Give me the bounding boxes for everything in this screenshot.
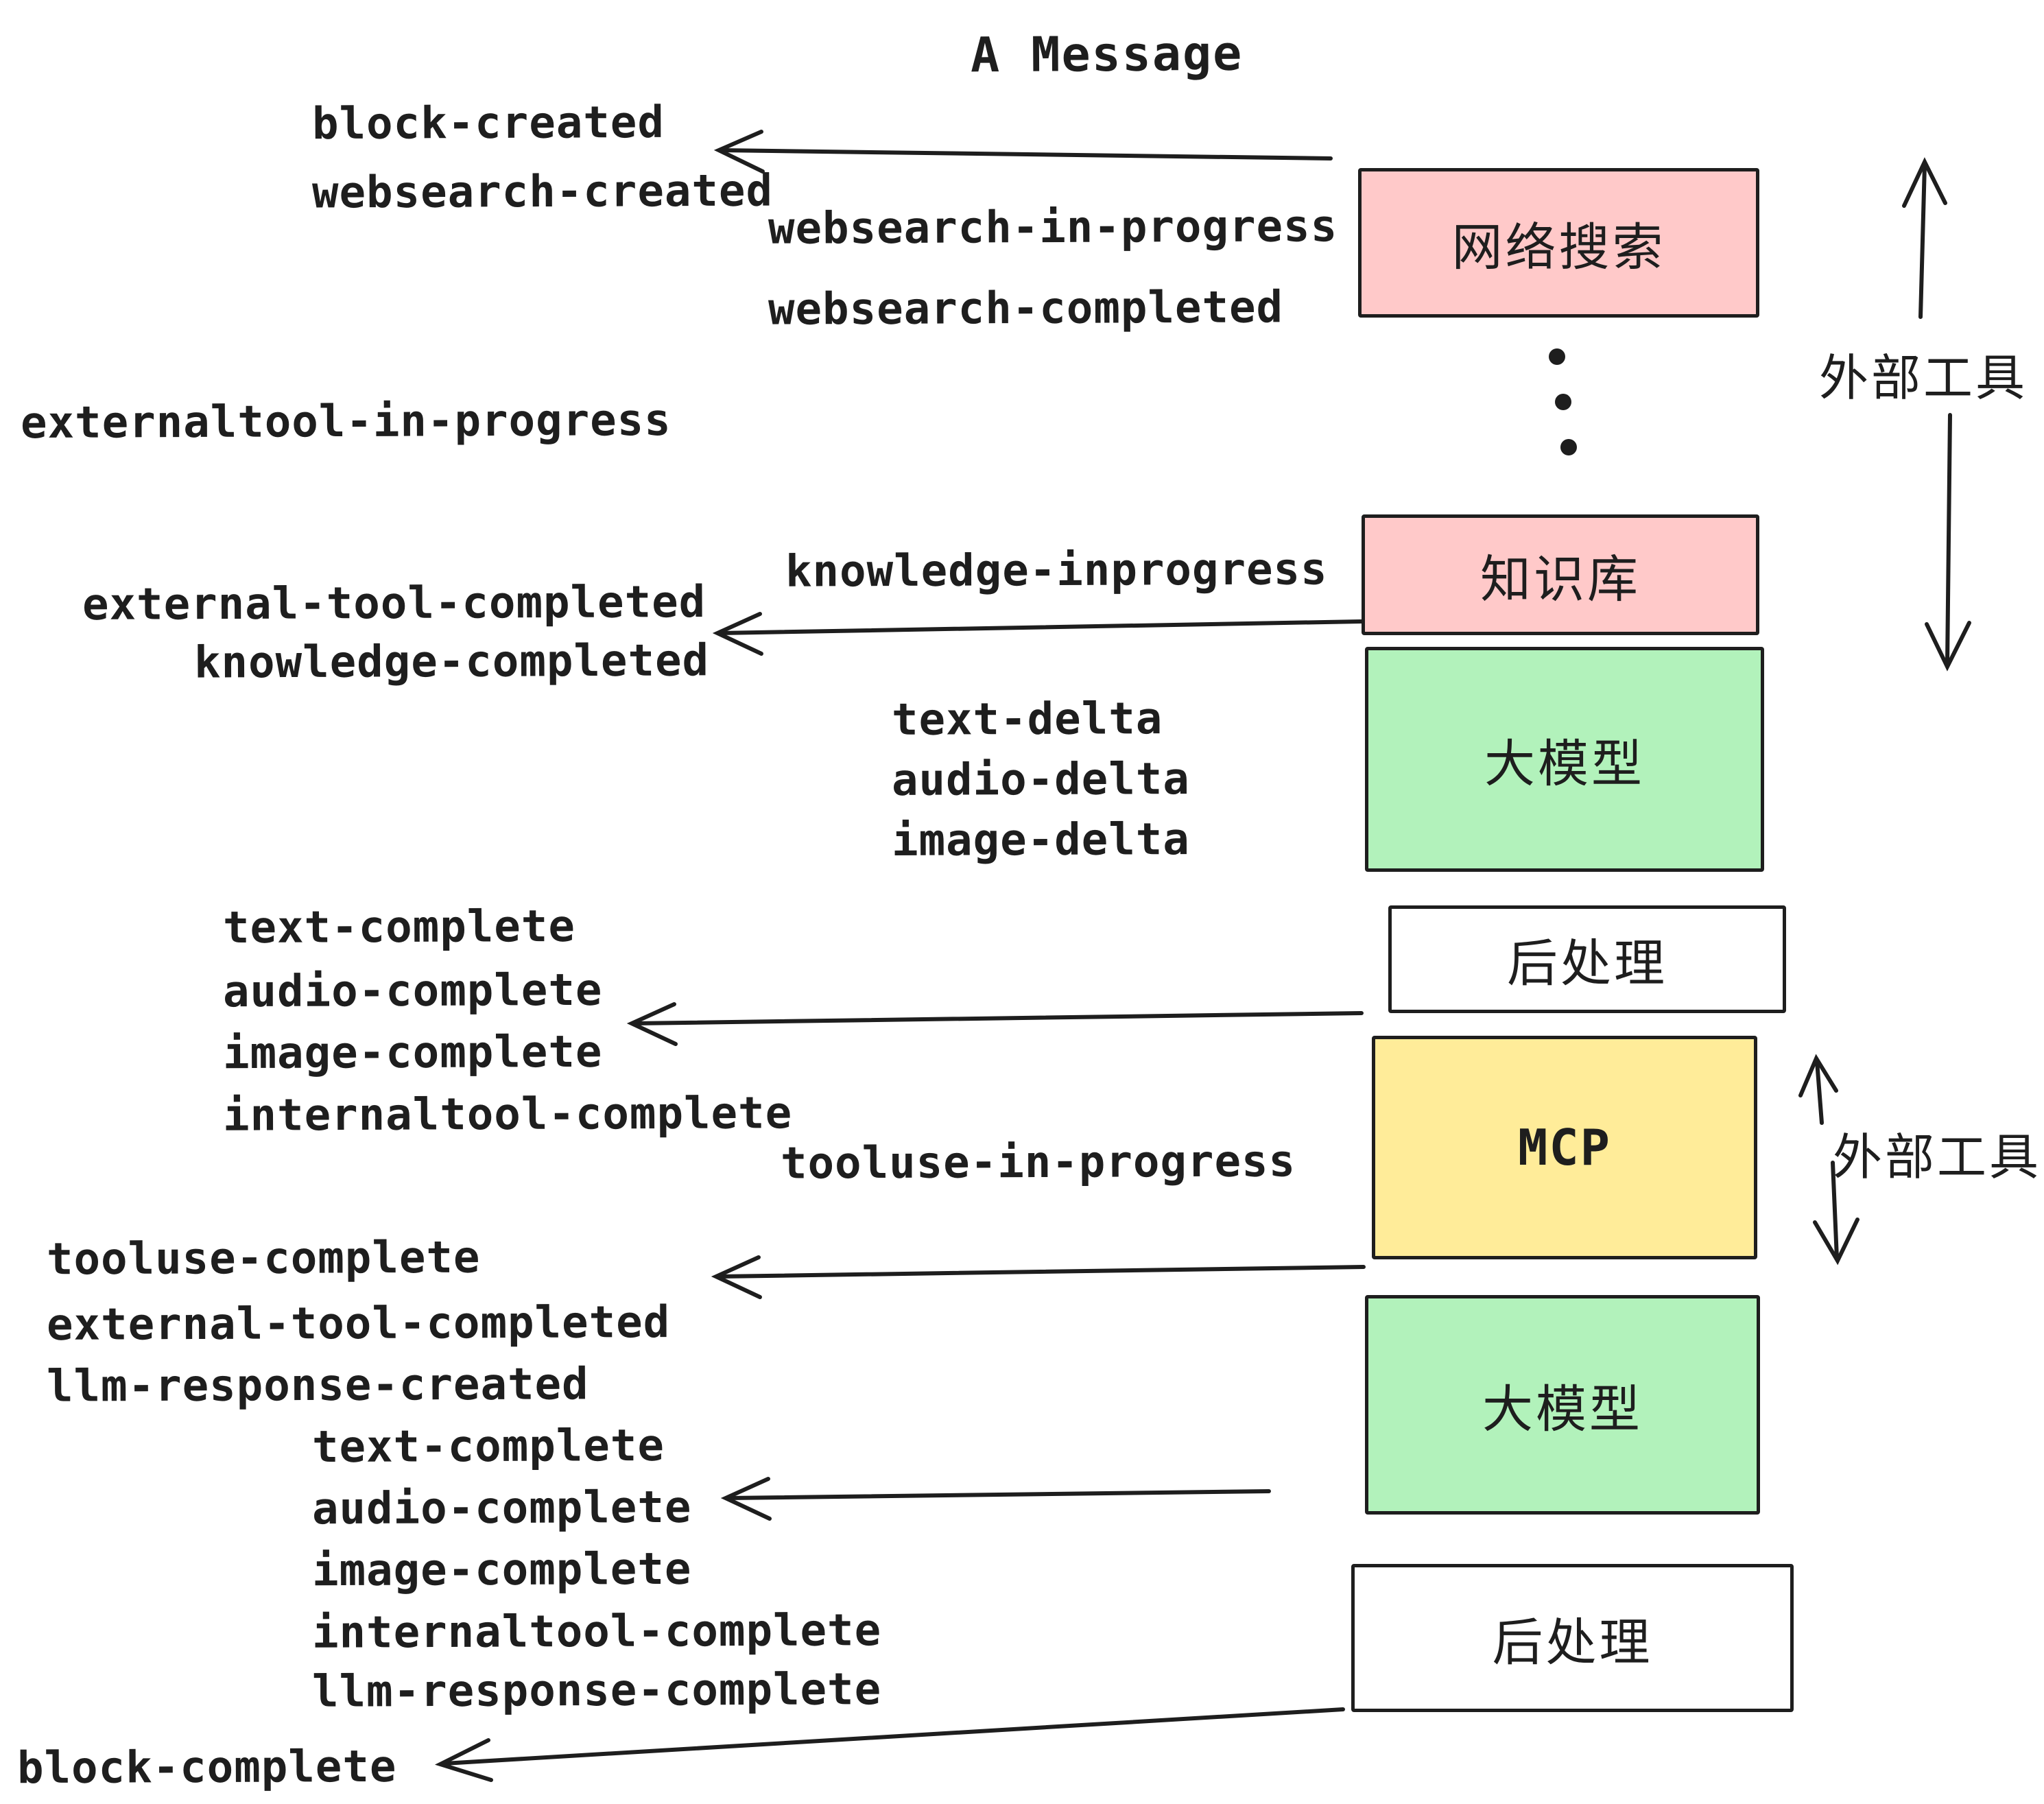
event-image-complete: image-complete	[222, 1026, 603, 1080]
box-post-1-label: 后处理	[1507, 934, 1667, 993]
event-block-complete: block-complete	[16, 1741, 397, 1794]
box-mcp: MCP	[1372, 1036, 1757, 1259]
external-tools-label-2: 外部工具	[1833, 1128, 2042, 1186]
box-knowledge-label: 知识库	[1480, 549, 1641, 609]
box-post-2-label: 后处理	[1492, 1613, 1653, 1672]
arrow-up-external-tool-2-icon	[1798, 1054, 1838, 1125]
event-internaltool-complete-2: internaltool-complete	[311, 1605, 882, 1659]
event-audio-complete: audio-complete	[222, 964, 603, 1018]
event-externaltool-in-progress: externaltool-in-progress	[20, 394, 672, 449]
ellipsis-dots-icon	[1549, 348, 1577, 455]
event-knowledge-inprogress: knowledge-inprogress	[785, 544, 1328, 597]
box-llm-2: 大模型	[1365, 1295, 1760, 1515]
external-tools-label-1: 外部工具	[1819, 349, 2028, 407]
event-text-complete-2: text-complete	[311, 1420, 665, 1473]
event-external-tool-completed-2: external-tool-completed	[46, 1297, 671, 1351]
arrow-left-block-created-icon	[713, 130, 1333, 174]
event-tooluse-complete: tooluse-complete	[46, 1232, 481, 1285]
event-tooluse-in-progress: tooluse-in-progress	[780, 1136, 1296, 1189]
event-llm-response-complete: llm-response-complete	[311, 1664, 882, 1718]
box-knowledge: 知识库	[1362, 514, 1759, 635]
event-audio-complete-2: audio-complete	[311, 1482, 692, 1535]
arrow-down-external-tool-2-icon	[1813, 1161, 1859, 1266]
box-post-2: 后处理	[1351, 1564, 1794, 1712]
arrow-left-block-complete-icon	[434, 1707, 1345, 1782]
event-websearch-created: websearch-created	[311, 165, 774, 219]
event-text-complete: text-complete	[222, 901, 576, 954]
event-block-created: block-created	[311, 97, 665, 150]
arrow-up-external-tool-1-icon	[1902, 157, 1947, 319]
event-audio-delta: audio-delta	[891, 754, 1191, 806]
box-llm-1: 大模型	[1365, 647, 1764, 872]
box-websearch-label: 网络搜索	[1451, 217, 1666, 277]
arrow-left-tooluse-complete-icon	[711, 1255, 1366, 1299]
event-image-complete-2: image-complete	[311, 1543, 692, 1597]
arrow-down-external-tool-1-icon	[1925, 413, 1971, 672]
event-internaltool-complete: internaltool-complete	[222, 1088, 793, 1141]
event-knowledge-completed: knowledge-completed	[193, 635, 710, 689]
box-llm-1-label: 大模型	[1484, 734, 1645, 794]
event-text-delta: text-delta	[891, 693, 1163, 746]
box-post-1: 后处理	[1388, 905, 1786, 1013]
box-mcp-label: MCP	[1517, 1119, 1612, 1176]
diagram-title: A Message	[970, 25, 1244, 84]
event-external-tool-completed: external-tool-completed	[82, 577, 706, 630]
arrow-left-audio-complete-icon	[720, 1477, 1271, 1521]
event-websearch-completed: websearch-completed	[768, 282, 1284, 335]
box-websearch: 网络搜索	[1358, 168, 1759, 318]
arrow-left-image-complete-icon	[626, 1002, 1364, 1046]
box-llm-2-label: 大模型	[1482, 1379, 1643, 1439]
event-image-delta: image-delta	[891, 814, 1191, 866]
event-llm-response-created: llm-response-created	[46, 1359, 589, 1412]
event-websearch-in-progress: websearch-in-progress	[768, 201, 1338, 254]
arrow-left-knowledge-completed-icon	[712, 612, 1364, 656]
